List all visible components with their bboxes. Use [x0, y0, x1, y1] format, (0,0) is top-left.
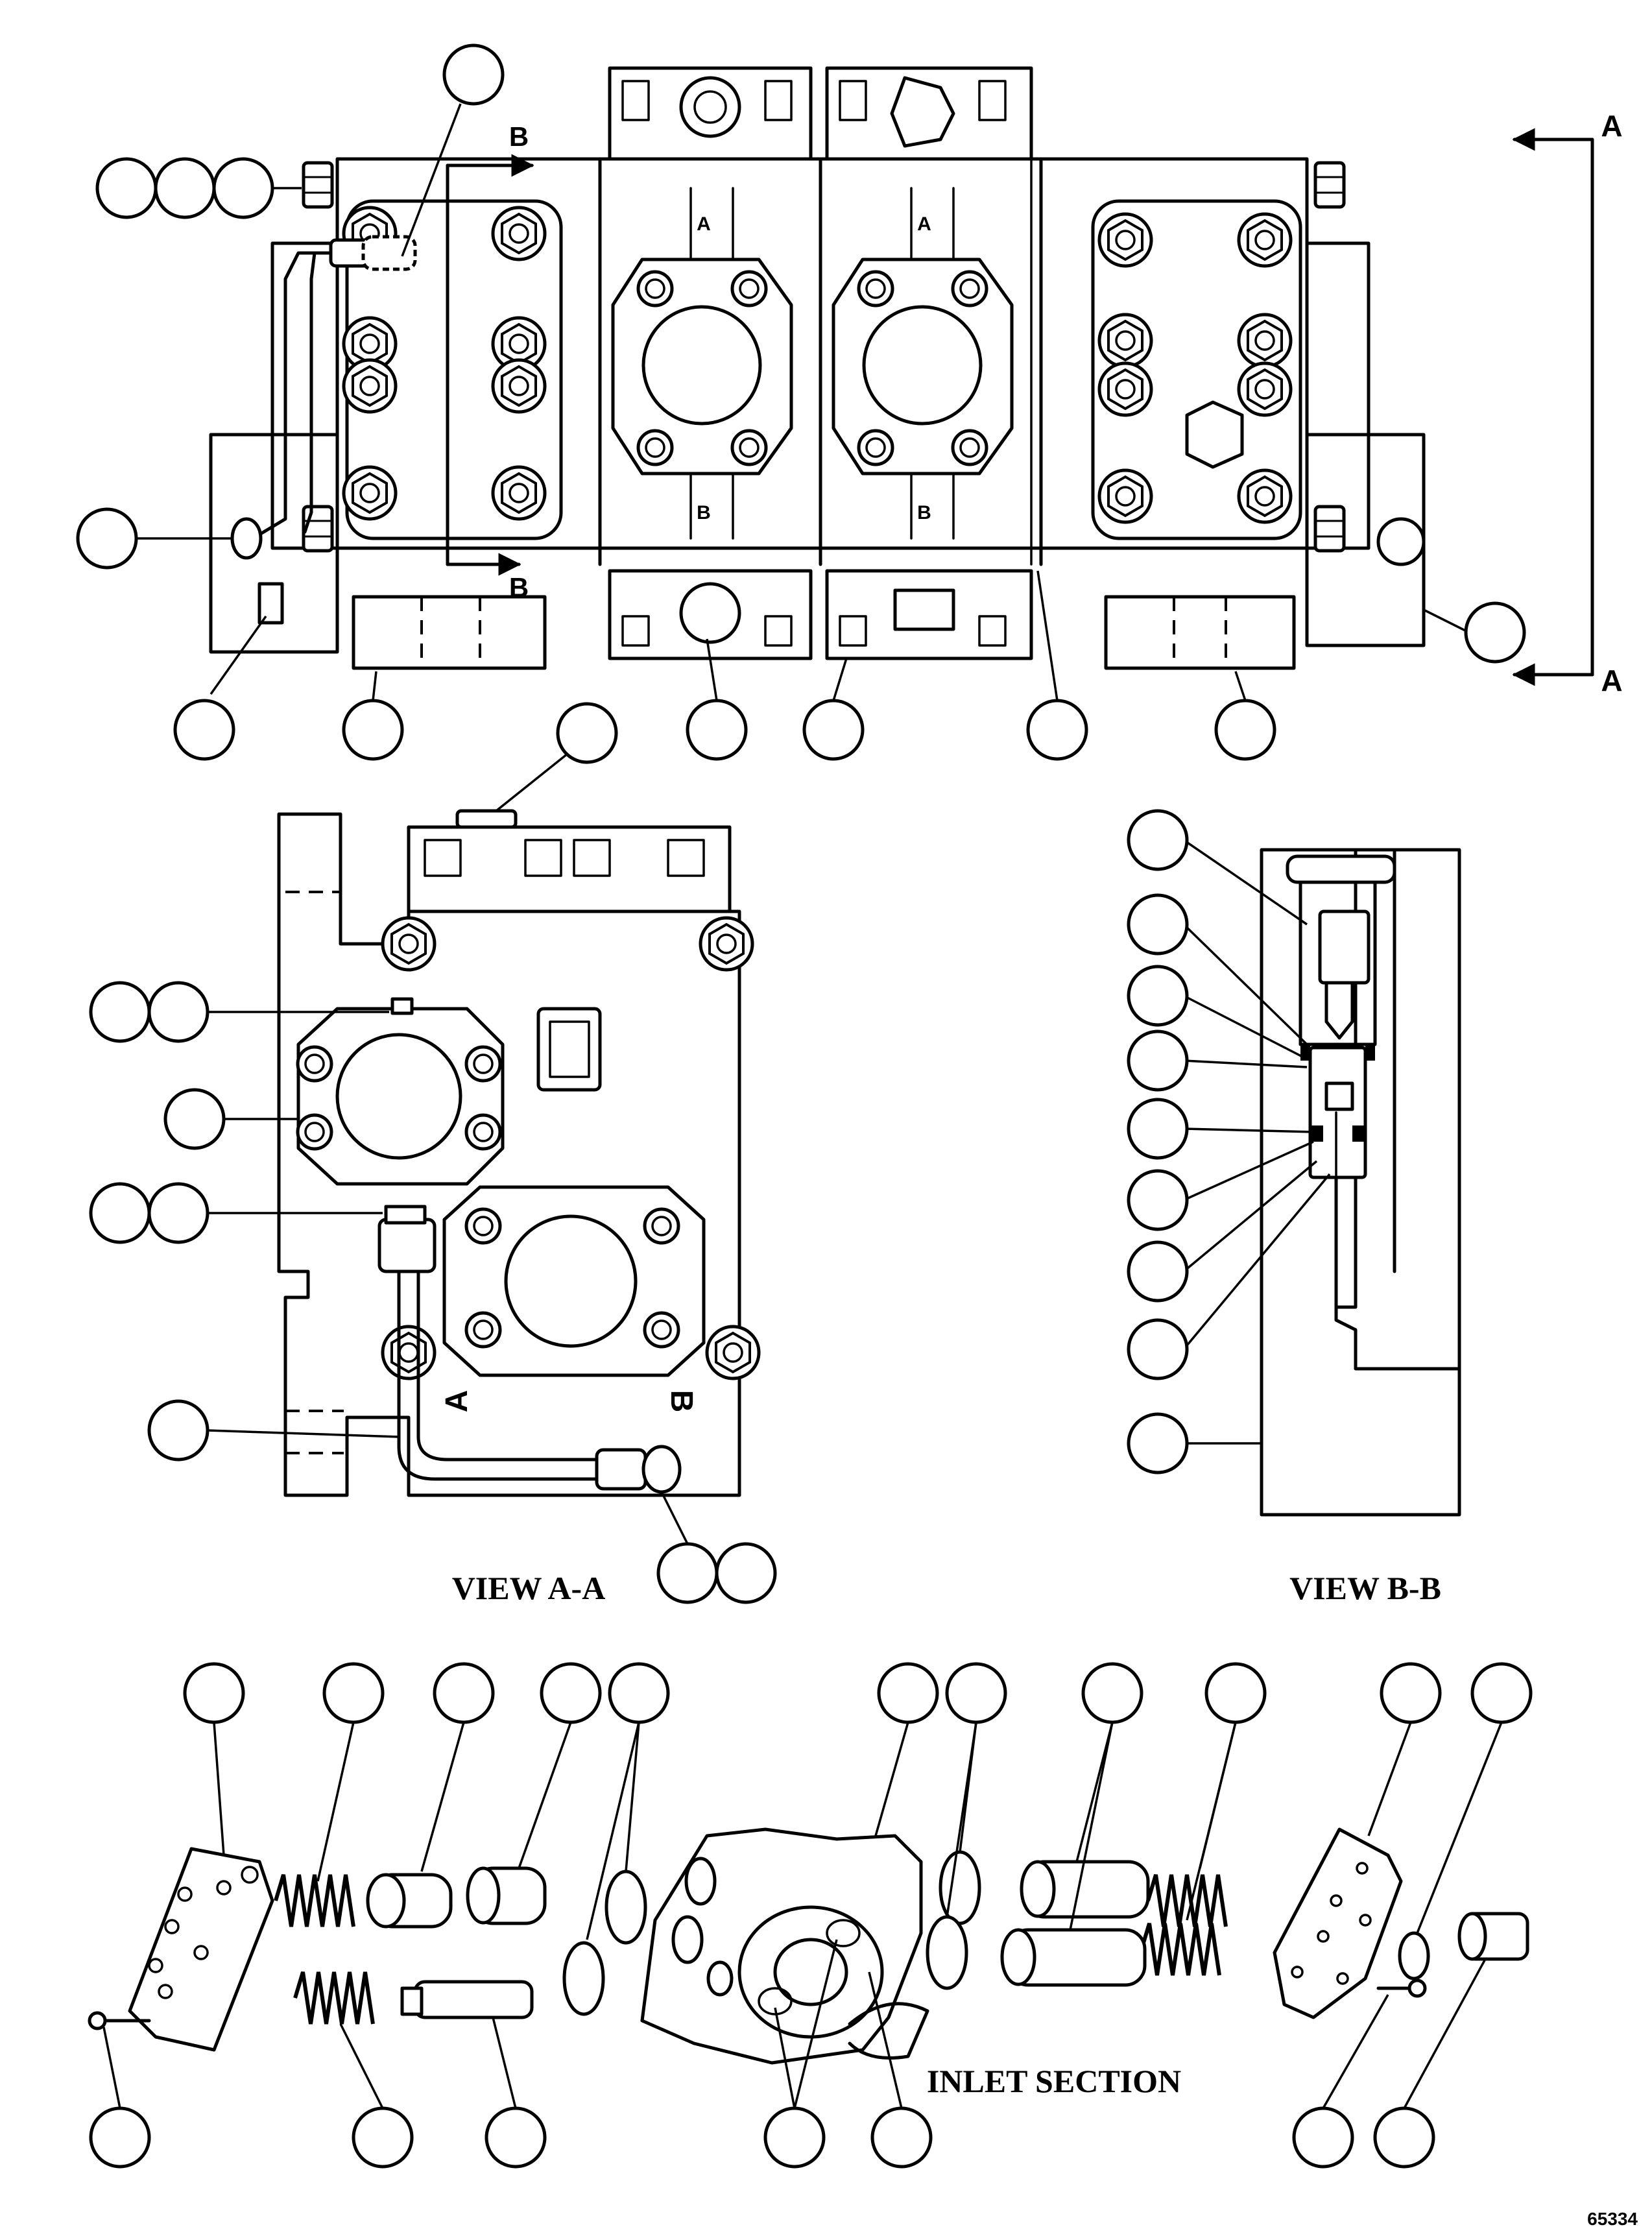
valve-assembly-top-view: A A B B — [209, 66, 1623, 697]
work-section-1-top-cap — [608, 66, 813, 161]
inlet-section-drawing: INLET SECTION — [88, 1827, 1529, 2099]
view-bb-drawing — [1260, 848, 1461, 1517]
callout-balloon — [89, 2106, 151, 2169]
drawing-number: 65334 — [1587, 2209, 1638, 2229]
callout-balloon — [173, 699, 235, 761]
port-b-label-1: B — [697, 502, 711, 523]
view-aa-port-a: A — [440, 1390, 474, 1413]
callout-balloon — [1127, 1098, 1189, 1160]
callout-balloon — [322, 1662, 385, 1724]
inlet-callouts — [89, 1662, 1533, 2169]
callout-balloon — [1292, 2106, 1354, 2169]
callout-balloon — [1081, 1662, 1143, 1724]
callout-balloon — [1127, 965, 1189, 1027]
view-aa-port-b: B — [664, 1390, 699, 1413]
callout-balloon — [485, 2106, 547, 2169]
port-b-label-2: B — [917, 502, 931, 523]
port-a-label-2: A — [917, 213, 931, 235]
port-a-label-1: A — [697, 213, 711, 235]
callout-balloon — [556, 702, 618, 764]
callout-balloon — [1127, 1318, 1189, 1380]
callout-balloon — [1464, 601, 1526, 664]
view-aa-caption: VIEW A-A — [452, 1570, 606, 1606]
outlet-end-cover — [1091, 199, 1302, 540]
view-bb-callouts: VIEW B-B — [1127, 809, 1441, 1606]
right-end-plate — [1305, 241, 1371, 550]
callout-balloon — [342, 699, 404, 761]
callout-balloon — [352, 2106, 414, 2169]
bottom-block-left — [352, 595, 547, 670]
callout-balloon — [608, 1662, 670, 1724]
view-aa-drawing: A B VIEW A-A — [277, 809, 759, 1606]
callout-balloon — [163, 1088, 226, 1150]
callout-balloon — [433, 1662, 495, 1724]
view-aa-callouts — [89, 702, 777, 1604]
inlet-section-caption: INLET SECTION — [927, 2063, 1181, 2099]
callout-balloon — [1127, 1240, 1189, 1303]
bottom-block-right — [1104, 595, 1296, 670]
callout-balloon — [540, 1662, 602, 1724]
work-port-flange-2 — [832, 258, 1014, 475]
callout-balloon — [1127, 893, 1189, 956]
work-section-2-bottom-cap — [825, 569, 1033, 660]
section-a-label-top: A — [1601, 109, 1622, 143]
callout-balloon — [1380, 1662, 1442, 1724]
callout-balloon — [95, 157, 158, 219]
callout-balloon — [1127, 809, 1189, 871]
inlet-left-cover — [128, 1847, 274, 2052]
section-a-label-bottom: A — [1601, 664, 1622, 697]
callout-balloon — [1470, 1662, 1533, 1724]
callout-balloon — [1127, 1029, 1189, 1092]
callout-balloon — [147, 1399, 209, 1462]
callout-balloon — [442, 43, 505, 106]
callout-balloon — [1214, 699, 1276, 761]
relief-plug — [1185, 400, 1244, 469]
callout-balloon — [1204, 1662, 1267, 1724]
work-section-2-top-cap — [825, 66, 1033, 161]
callout-balloon — [945, 1662, 1007, 1724]
callout-balloon — [1127, 1412, 1189, 1474]
callout-balloon — [870, 2106, 933, 2169]
section-b-label-top: B — [509, 121, 529, 152]
callout-balloon — [76, 507, 138, 570]
inlet-end-cover — [345, 199, 563, 540]
section-b-label-bottom: B — [509, 572, 529, 603]
callout-balloon — [1127, 1169, 1189, 1231]
callout-balloon — [147, 1182, 209, 1244]
callout-balloon — [763, 2106, 826, 2169]
callout-balloon — [802, 699, 865, 761]
work-port-flange-1 — [611, 258, 793, 475]
left-end-plate — [270, 241, 339, 550]
callout-balloon — [877, 1662, 939, 1724]
view-aa-top-cap — [407, 825, 732, 913]
callout-balloon — [686, 699, 748, 761]
callout-balloon — [212, 157, 274, 219]
view-bb-caption: VIEW B-B — [1289, 1570, 1441, 1606]
callout-balloon — [147, 981, 209, 1043]
top-view-callouts — [76, 43, 1526, 761]
callout-balloon — [154, 157, 216, 219]
inlet-right-cover — [1273, 1827, 1403, 2019]
callout-balloon — [183, 1662, 245, 1724]
callout-balloon — [1373, 2106, 1435, 2169]
callout-balloon — [715, 1542, 777, 1604]
callout-balloon — [89, 1182, 151, 1244]
callout-balloon — [89, 981, 151, 1043]
callout-balloon — [1026, 699, 1088, 761]
callout-balloon — [656, 1542, 719, 1604]
